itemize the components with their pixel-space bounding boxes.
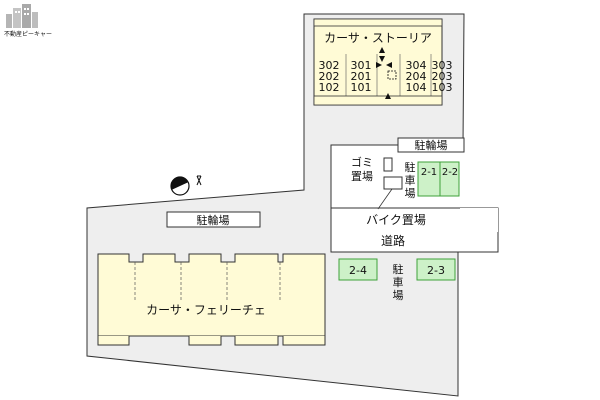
garbage-label-2: 置場 bbox=[351, 170, 373, 183]
parking-space-2-4: 2-4 bbox=[338, 258, 378, 281]
unit-103: 103 bbox=[432, 81, 453, 94]
unit-303: 303 bbox=[432, 59, 453, 72]
bike-parking-north-label: 駐輪場 bbox=[415, 138, 448, 152]
bike-parking-south-label: 駐輪場 bbox=[197, 213, 230, 227]
unit-202: 202 bbox=[319, 70, 340, 83]
parking-space-2-3: 2-3 bbox=[416, 258, 456, 281]
unit-102: 102 bbox=[319, 81, 340, 94]
building-south: カーサ・フェリーチェ bbox=[97, 253, 326, 346]
building-north: カーサ・ストーリア 302 301 202 201 102 101 304 303 204 203… bbox=[313, 18, 453, 106]
building-north-name: カーサ・ストーリア bbox=[324, 31, 432, 45]
parking-label-top-1: 駐 bbox=[405, 160, 416, 174]
unit-101: 101 bbox=[351, 81, 372, 94]
parking-label-top-2: 車 bbox=[405, 173, 416, 187]
unit-301: 301 bbox=[351, 59, 372, 72]
unit-204: 204 bbox=[406, 70, 427, 83]
motorbike-box bbox=[383, 176, 403, 190]
bike-parking-south bbox=[166, 211, 261, 228]
building-south-name: カーサ・フェリーチェ bbox=[146, 303, 266, 317]
unit-201: 201 bbox=[351, 70, 372, 83]
parking-space-2-1: 2-1 bbox=[417, 161, 441, 197]
unit-304: 304 bbox=[406, 59, 427, 72]
logo-text: 不動産ピーキャー bbox=[4, 30, 52, 38]
road-edge bbox=[460, 208, 498, 232]
svg-text:2-2: 2-2 bbox=[442, 167, 458, 178]
svg-text:2-4: 2-4 bbox=[349, 264, 367, 277]
garbage-label-1: ゴミ bbox=[351, 155, 373, 169]
parking-label-top-3: 場 bbox=[405, 187, 416, 200]
unit-302: 302 bbox=[319, 59, 340, 72]
road-label: 道路 bbox=[381, 233, 405, 248]
parking-label-bottom-3: 場 bbox=[393, 289, 404, 302]
parking-space-2-2: 2-2 bbox=[439, 161, 460, 197]
north-arrow-icon bbox=[170, 175, 202, 196]
unit-203: 203 bbox=[432, 70, 453, 83]
logo: 不動産ピーキャー bbox=[4, 4, 52, 38]
bike-parking-north bbox=[397, 137, 465, 153]
unit-104: 104 bbox=[406, 81, 427, 94]
svg-text:2-1: 2-1 bbox=[421, 167, 437, 178]
svg-text:2-3: 2-3 bbox=[427, 264, 445, 277]
north-unit-numbers: 302 301 202 201 102 101 304 303 204 203 104 103 bbox=[319, 59, 453, 94]
parking-label-bottom-2: 車 bbox=[393, 275, 404, 289]
garbage-box bbox=[383, 157, 393, 172]
motorbike-label: バイク置場 bbox=[366, 213, 426, 227]
parking-label-bottom-1: 駐 bbox=[393, 262, 404, 276]
